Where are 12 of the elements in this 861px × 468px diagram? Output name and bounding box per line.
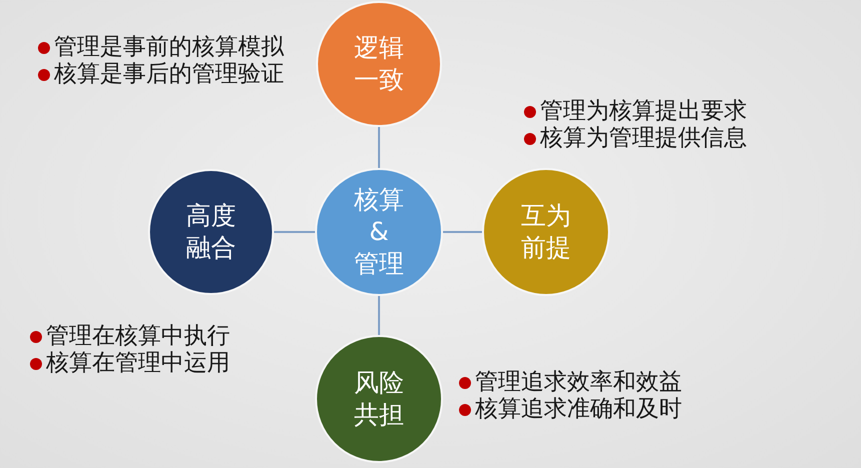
bullet-text: 核算追求准确和及时: [475, 396, 682, 423]
bullet-text: 管理是事前的核算模拟: [54, 34, 284, 61]
bullet-text: 核算是事后的管理验证: [54, 61, 284, 88]
bullet-text: 核算为管理提供信息: [540, 125, 747, 152]
bullet-text: 管理为核算提出要求: [540, 98, 747, 125]
connector-line: [378, 127, 380, 168]
connector-line: [274, 231, 315, 233]
bullet-text: 核算在管理中运用: [46, 350, 230, 377]
bullet-text: 管理在核算中执行: [46, 323, 230, 350]
connector-line: [378, 296, 380, 335]
bullet-text: 管理追求效率和效益: [475, 369, 682, 396]
connector-line: [443, 231, 482, 233]
